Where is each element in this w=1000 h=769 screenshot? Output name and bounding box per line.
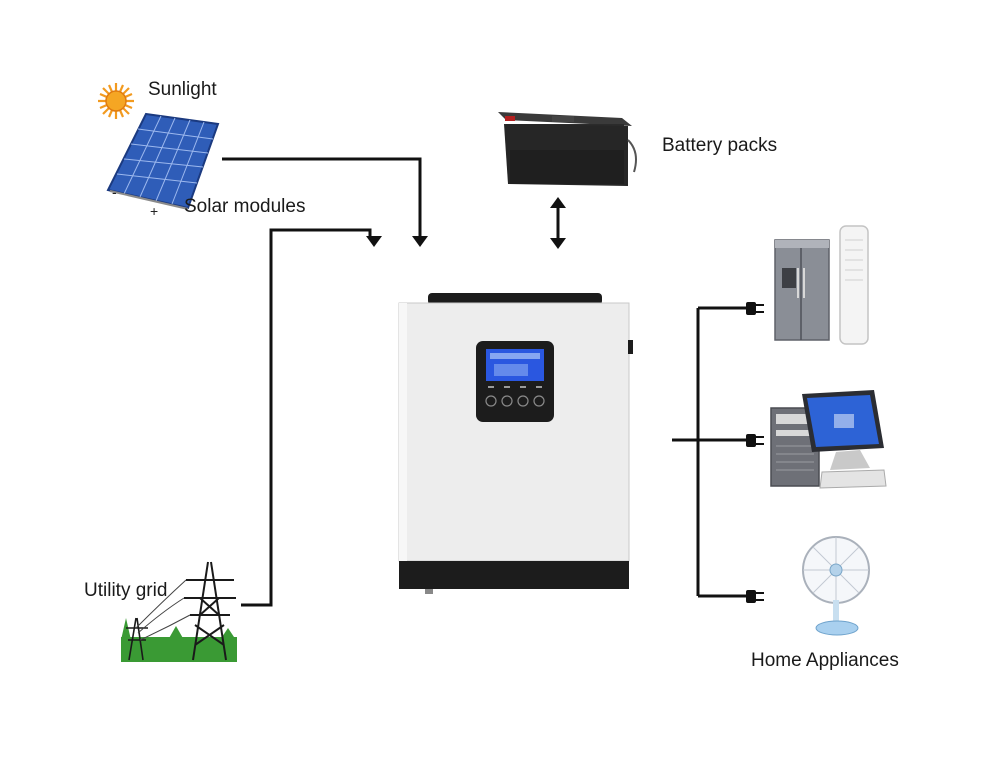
fan-icon (802, 536, 870, 636)
transmission-tower-icon (121, 561, 237, 662)
battery-icon (498, 112, 637, 186)
inverter-icon (398, 293, 633, 594)
refrigerator-icon (774, 225, 869, 345)
sun-icon (98, 83, 134, 119)
computer-icon (770, 390, 887, 489)
positive-terminal-label: + (150, 203, 159, 219)
sunlight-label: Sunlight (148, 79, 217, 100)
battery-packs-label: Battery packs (662, 135, 778, 156)
solar-modules-label: Solar modules (184, 196, 306, 217)
plug-icon (746, 434, 764, 447)
plug-icon (746, 302, 764, 315)
grid-arrowhead (366, 236, 382, 247)
plug-icon (746, 590, 764, 603)
grid-to-inverter-line (241, 228, 372, 607)
inverter-to-appliances-line (672, 306, 747, 598)
utility-grid-label: Utility grid (84, 580, 168, 601)
home-appliances-label: Home Appliances (751, 650, 899, 671)
negative-terminal-label: - (112, 184, 117, 200)
solar-to-inverter-line (222, 157, 422, 238)
solar-arrowhead (412, 236, 428, 247)
battery-bidirectional-arrow (550, 197, 566, 249)
solar-panel-icon (106, 112, 220, 210)
